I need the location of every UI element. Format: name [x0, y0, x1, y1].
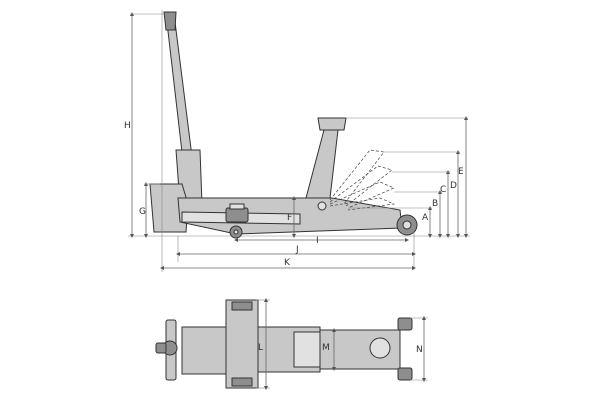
- cross-plate-bottom: [231, 377, 253, 387]
- front-wheel-hub: [402, 220, 412, 230]
- ghost-arm-2: [329, 165, 393, 207]
- dim-l-label: L: [258, 343, 263, 353]
- dim-k-label: K: [284, 258, 291, 268]
- top-chassis-panel: [293, 331, 321, 368]
- dim-b-label: B: [432, 199, 438, 209]
- dim-j-label: J: [295, 245, 299, 255]
- handle-end: [155, 342, 167, 354]
- ghost-arm-1: [329, 149, 385, 205]
- dim-a-label: A: [422, 213, 429, 223]
- saddle: [317, 117, 347, 131]
- top-dimensions: L M N: [256, 298, 428, 390]
- dim-h-label: H: [124, 121, 131, 131]
- saddle-top: [369, 337, 391, 359]
- dim-e-label: E: [458, 167, 464, 177]
- dim-m-label: M: [322, 343, 330, 353]
- dim-i-label: I: [316, 236, 319, 246]
- cross-plate: [225, 299, 259, 389]
- front-wheel-top-1: [397, 317, 413, 331]
- arm-pivot: [317, 201, 327, 211]
- lifting-arm: [305, 129, 339, 199]
- rear-wheel-hub: [233, 229, 239, 235]
- cross-plate-top: [231, 301, 253, 311]
- dim-c-label: C: [440, 185, 446, 195]
- dim-d-label: D: [450, 181, 457, 191]
- top-view: [155, 299, 413, 389]
- ghost-arm-4: [329, 197, 396, 211]
- dim-n-label: N: [416, 345, 423, 355]
- pump-top: [229, 203, 245, 210]
- dim-f-label: F: [287, 213, 292, 223]
- dim-g-label: G: [139, 207, 146, 217]
- front-wheel-top-2: [397, 367, 413, 381]
- ghost-arm-3: [329, 181, 395, 209]
- pump-unit: [225, 207, 249, 223]
- handle-grip: [163, 11, 177, 31]
- side-dimensions: H G F A B C D E I J: [124, 10, 468, 272]
- rear-top-plate: [181, 326, 231, 375]
- side-view: [128, 11, 470, 239]
